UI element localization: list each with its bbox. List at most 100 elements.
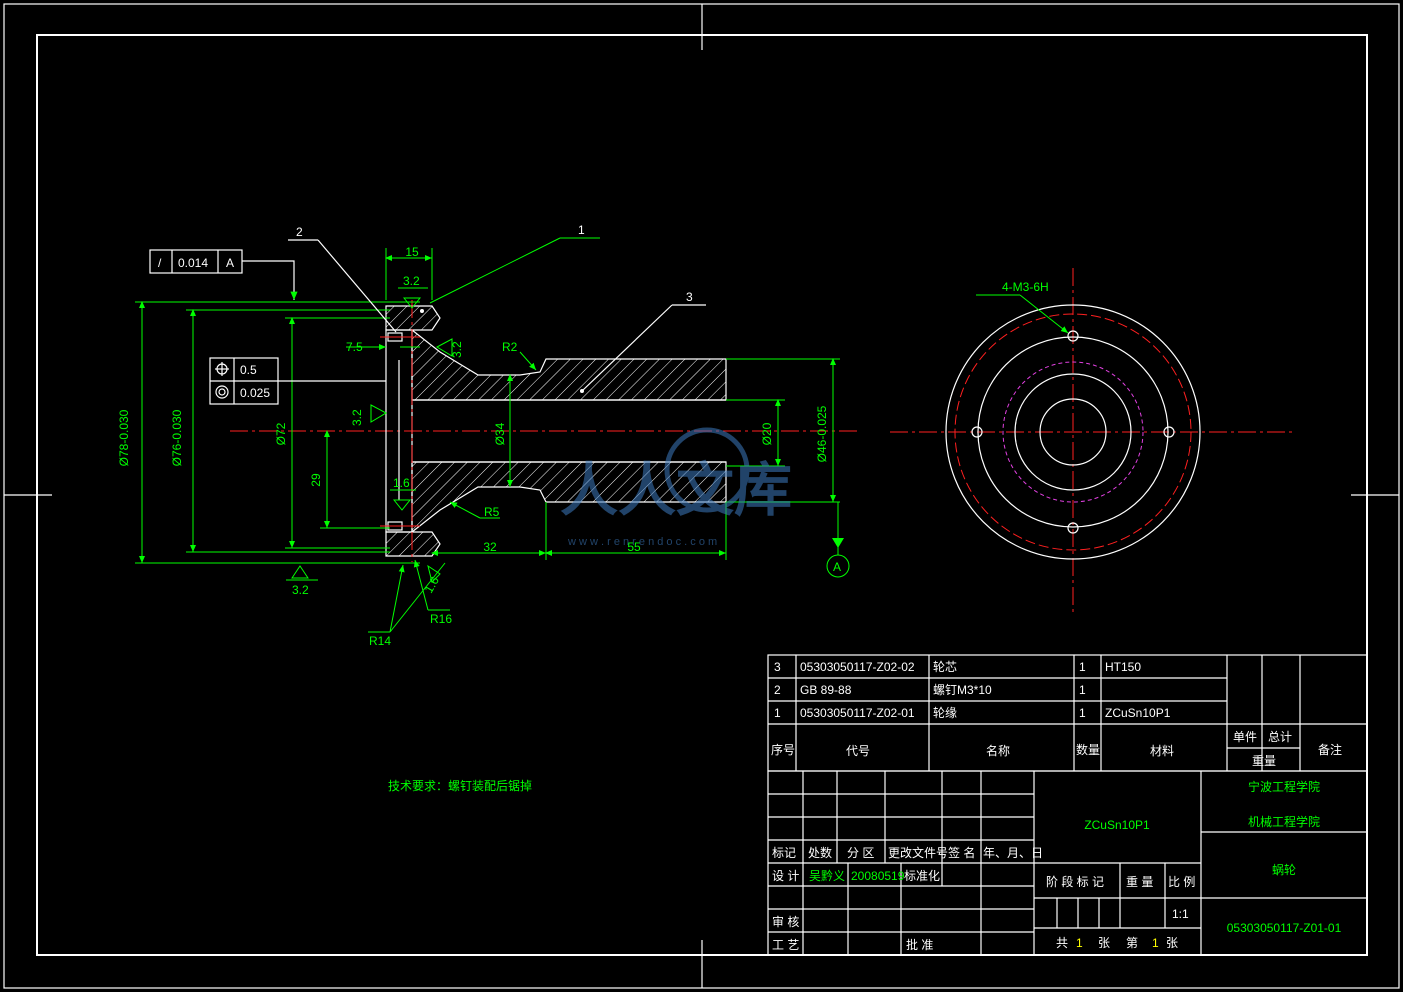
title-block: 标记 处数 分 区 更改文件号 签 名 年、月、日 设 计 吴黔义 200805… bbox=[767, 770, 1368, 956]
balloon-2: 2 bbox=[288, 225, 397, 333]
dim-55-text: 55 bbox=[627, 540, 641, 554]
R5-text: R5 bbox=[484, 505, 500, 519]
watermark-text: 人人文库 bbox=[560, 458, 792, 523]
bom-header-weight: 重量 bbox=[1252, 754, 1276, 768]
dim-76-text: Ø76-0.030 bbox=[170, 409, 184, 466]
bom-no: 3 bbox=[774, 660, 781, 674]
pitch-circle bbox=[954, 313, 1192, 551]
bom-qty: 1 bbox=[1079, 683, 1086, 697]
bom-header-material: 材料 bbox=[1150, 744, 1174, 758]
R14-leader bbox=[389, 564, 405, 633]
position-frame: 0.5 0.025 bbox=[209, 357, 386, 405]
hub-flange-circle bbox=[977, 336, 1169, 528]
dim-34-text: Ø34 bbox=[493, 422, 507, 445]
roughness-16-a-text: 1.6 bbox=[393, 476, 410, 490]
roughness-right-top: 3.2 bbox=[435, 338, 464, 358]
label-count: 处数 bbox=[808, 845, 832, 860]
screw-hole-bottom bbox=[1067, 522, 1079, 534]
R16-leader bbox=[413, 559, 429, 611]
thread-text: 4-M3-6H bbox=[1002, 280, 1049, 294]
bom-name: 螺钉M3*10 bbox=[933, 683, 992, 697]
R5-leader bbox=[449, 501, 481, 519]
bom-no: 2 bbox=[774, 683, 781, 697]
watermark-url: w w w . r e n r e n d o c . c o m bbox=[567, 536, 717, 548]
roughness-left: 3.2 bbox=[350, 404, 388, 426]
runout-frame: / 0.014 A bbox=[149, 249, 298, 300]
bom-code: GB 89-88 bbox=[800, 683, 852, 697]
bom-header-no: 序号 bbox=[771, 742, 795, 757]
runout-datum: A bbox=[226, 256, 234, 270]
roughness-left-text: 3.2 bbox=[350, 409, 364, 426]
thread-leader bbox=[1019, 294, 1069, 334]
rim-lower bbox=[385, 531, 441, 557]
sheet-post: 张 bbox=[1166, 936, 1178, 950]
tech-requirement: 技术要求：螺钉装配后锯掉 bbox=[388, 778, 532, 793]
hub-upper-hatch bbox=[411, 328, 727, 401]
screw-hole-top bbox=[1067, 330, 1079, 342]
label-scale: 比 例 bbox=[1168, 875, 1195, 889]
dim-15-text: 15 bbox=[405, 245, 419, 259]
part-name: 蜗轮 bbox=[1272, 862, 1296, 877]
bom-header-remark: 备注 bbox=[1318, 742, 1342, 757]
dim-32-text: 32 bbox=[483, 540, 497, 554]
bom-code: 05303050117-Z02-01 bbox=[800, 706, 915, 720]
sheet-count: 共 1 张 第 1 张 bbox=[1056, 936, 1178, 950]
dim-78-text: Ø78-0.030 bbox=[117, 409, 131, 466]
sheet-pre: 第 bbox=[1126, 936, 1138, 950]
balloon-3: 3 bbox=[581, 290, 706, 392]
sheet-frame bbox=[3, 3, 1400, 989]
bom-name: 轮芯 bbox=[933, 660, 957, 674]
school-name: 宁波工程学院 bbox=[1248, 779, 1320, 794]
designer-name: 吴黔义 bbox=[809, 868, 845, 883]
bom-code: 05303050117-Z02-02 bbox=[800, 660, 915, 674]
label-standardize: 标准化 bbox=[904, 869, 940, 883]
roughness-16-a: 1.6 bbox=[390, 476, 416, 511]
screw-hole-right bbox=[1163, 426, 1175, 438]
sheet-no: 1 bbox=[1152, 936, 1159, 950]
roughness-bottom-text: 3.2 bbox=[292, 583, 309, 597]
bom-header-name: 名称 bbox=[986, 743, 1010, 758]
material-title: ZCuSn10P1 bbox=[1084, 818, 1150, 832]
dim-29-text: 29 bbox=[309, 473, 323, 487]
bom-qty: 1 bbox=[1079, 660, 1086, 674]
bom-row-2: 2 GB 89-88 螺钉M3*10 1 bbox=[774, 683, 1086, 697]
R2-text: R2 bbox=[502, 340, 518, 354]
balloon1-dot bbox=[420, 309, 424, 313]
label-date: 年、月、日 bbox=[983, 846, 1043, 860]
bom-header-qty: 数量 bbox=[1076, 742, 1100, 757]
bom-name: 轮缘 bbox=[933, 706, 957, 720]
R14-leader-2 bbox=[389, 562, 446, 633]
dim-72-text: Ø72 bbox=[274, 422, 288, 445]
hub-lower-hatch bbox=[411, 461, 727, 534]
bom-header-code: 代号 bbox=[846, 744, 870, 758]
dim-75-text: 7.5 bbox=[346, 340, 363, 354]
watermark-logo-icon bbox=[664, 427, 750, 513]
label-approve: 批 准 bbox=[906, 937, 933, 952]
datum-a-text: A bbox=[833, 560, 841, 574]
sheets-pre: 共 bbox=[1056, 936, 1068, 950]
label-weight: 重 量 bbox=[1126, 875, 1153, 889]
outer-circle bbox=[945, 304, 1201, 560]
bom-row-1: 3 05303050117-Z02-02 轮芯 1 HT150 bbox=[774, 660, 1141, 674]
label-review: 审 核 bbox=[772, 914, 799, 929]
concentricity-value: 0.025 bbox=[240, 386, 270, 400]
bom-table: 3 05303050117-Z02-02 轮芯 1 HT150 2 GB 89-… bbox=[767, 654, 1368, 772]
balloon-1-text: 1 bbox=[578, 223, 585, 237]
dim-46-text: Ø46-0.025 bbox=[815, 405, 829, 462]
label-doc: 更改文件号 bbox=[888, 845, 948, 860]
bom-row-3: 1 05303050117-Z02-01 轮缘 1 ZCuSn10P1 bbox=[774, 706, 1171, 720]
bom-header: 序号 代号 名称 数量 材料 单件 总计 重量 备注 bbox=[771, 730, 1342, 768]
datum-a: A bbox=[826, 502, 850, 578]
design-date: 20080519 bbox=[851, 869, 905, 883]
roughness-right-text: 3.2 bbox=[450, 341, 464, 358]
bom-header-unit: 单件 bbox=[1233, 730, 1257, 744]
screw-hole-left bbox=[971, 426, 983, 438]
college-name: 机械工程学院 bbox=[1248, 814, 1320, 829]
bom-no: 1 bbox=[774, 706, 781, 720]
bom-material: ZCuSn10P1 bbox=[1105, 706, 1171, 720]
label-zone: 分 区 bbox=[847, 846, 874, 860]
dim-20-text: Ø20 bbox=[760, 422, 774, 445]
R16-text: R16 bbox=[430, 612, 452, 626]
bom-qty: 1 bbox=[1079, 706, 1086, 720]
